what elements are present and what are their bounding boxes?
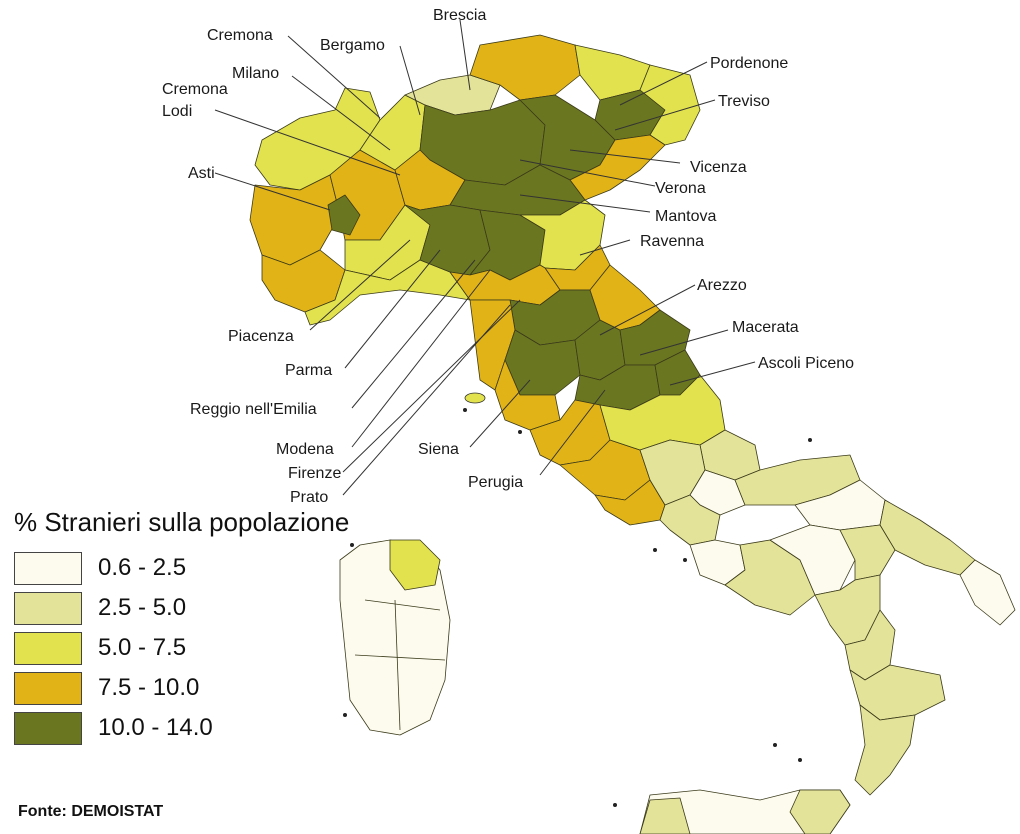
legend-label: 7.5 - 10.0 bbox=[98, 674, 200, 701]
island-dot-10 bbox=[350, 543, 354, 547]
label-lodi: Lodi bbox=[162, 103, 192, 120]
source-note: Fonte: DEMOISTAT bbox=[18, 803, 164, 820]
label-macerata: Macerata bbox=[732, 319, 799, 336]
label-verona: Verona bbox=[655, 180, 706, 197]
label-prato: Prato bbox=[290, 489, 328, 506]
label-mantova: Mantova bbox=[655, 208, 716, 225]
label-cremona: Cremona bbox=[162, 81, 228, 98]
label-piacenza: Piacenza bbox=[228, 328, 294, 345]
label-firenze: Firenze bbox=[288, 465, 341, 482]
legend-item: 10.0 - 14.0 bbox=[14, 708, 213, 748]
island-dot-8 bbox=[613, 803, 617, 807]
legend-item: 7.5 - 10.0 bbox=[14, 668, 213, 708]
region-sicilia-west[interactable] bbox=[639, 797, 691, 834]
legend-label: 2.5 - 5.0 bbox=[98, 594, 187, 621]
label-modena: Modena bbox=[276, 441, 334, 458]
island-dot-2 bbox=[518, 430, 522, 434]
label-bergamo: Bergamo bbox=[320, 37, 385, 54]
label-ravenna: Ravenna bbox=[640, 233, 704, 250]
label-perugia: Perugia bbox=[468, 474, 523, 491]
legend-swatch bbox=[14, 551, 82, 585]
legend-label: 10.0 - 14.0 bbox=[98, 714, 213, 741]
legend-item: 0.6 - 2.5 bbox=[14, 548, 213, 588]
label-asti: Asti bbox=[188, 165, 215, 182]
island-dot-7 bbox=[798, 758, 802, 762]
legend-title: % Stranieri sulla popolazione bbox=[14, 507, 350, 537]
legend-swatch bbox=[14, 671, 82, 705]
legend-swatch bbox=[14, 591, 82, 625]
region-lecce[interactable] bbox=[959, 559, 1016, 626]
label-pordenone: Pordenone bbox=[710, 55, 788, 72]
legend: 0.6 - 2.5 2.5 - 5.0 5.0 - 7.5 7.5 - 10.0… bbox=[14, 548, 213, 748]
label-treviso: Treviso bbox=[718, 93, 770, 110]
label-arezzo: Arezzo bbox=[697, 277, 747, 294]
legend-swatch bbox=[14, 631, 82, 665]
region-olbia[interactable] bbox=[389, 539, 441, 591]
legend-swatch bbox=[14, 711, 82, 745]
label-milano: Milano bbox=[232, 65, 279, 82]
island-dot-6 bbox=[773, 743, 777, 747]
legend-item: 5.0 - 7.5 bbox=[14, 628, 213, 668]
region-grosseto[interactable] bbox=[494, 359, 561, 431]
island-dot-1 bbox=[463, 408, 467, 412]
region-sicilia-east[interactable] bbox=[789, 789, 851, 834]
island-dot-4 bbox=[683, 558, 687, 562]
region-taranto-brindisi[interactable] bbox=[879, 499, 976, 576]
region-potenza[interactable] bbox=[769, 524, 856, 596]
island-elba bbox=[464, 392, 486, 404]
label-parma: Parma bbox=[285, 362, 332, 379]
region-reggio-calabria[interactable] bbox=[854, 704, 916, 796]
leader-lines bbox=[214, 19, 756, 496]
label-brescia: Brescia bbox=[433, 7, 486, 24]
label-vicenza: Vicenza bbox=[690, 159, 747, 176]
label-reggio: Reggio nell'Emilia bbox=[190, 401, 317, 418]
region-venezia[interactable] bbox=[569, 134, 666, 201]
legend-label: 0.6 - 2.5 bbox=[98, 554, 187, 581]
island-dot-5 bbox=[808, 438, 812, 442]
label-cremona-top: Cremona bbox=[207, 27, 273, 44]
island-dot-9 bbox=[343, 713, 347, 717]
region-dark-asti[interactable] bbox=[327, 194, 361, 236]
label-ascoli: Ascoli Piceno bbox=[758, 355, 854, 372]
place-labels: Brescia Cremona Bergamo Milano Cremona L… bbox=[162, 7, 854, 506]
island-dot-3 bbox=[653, 548, 657, 552]
label-siena: Siena bbox=[418, 441, 459, 458]
legend-item: 2.5 - 5.0 bbox=[14, 588, 213, 628]
legend-label: 5.0 - 7.5 bbox=[98, 634, 187, 661]
